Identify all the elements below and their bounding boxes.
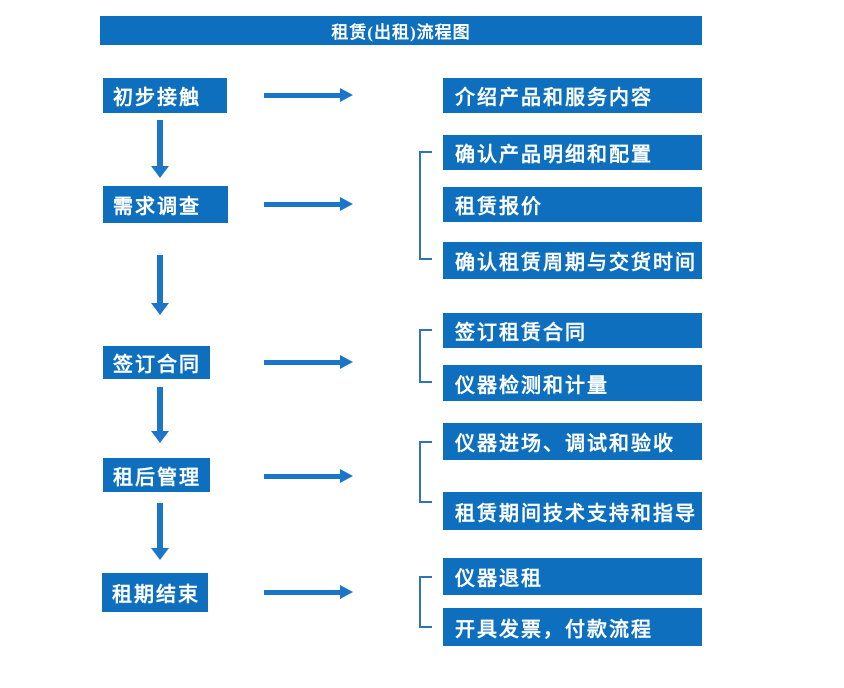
arrow-head bbox=[151, 548, 169, 560]
arrow-step1-to-step2 bbox=[150, 120, 170, 178]
step-box-contract-signing: 签订合同 bbox=[103, 346, 210, 379]
output-box-rental-quote: 租赁报价 bbox=[443, 187, 702, 222]
output-box-confirm-product-details: 确认产品明细和配置 bbox=[443, 135, 702, 170]
arrow-head bbox=[340, 197, 353, 211]
bracket-post-rental-outputs bbox=[419, 441, 432, 503]
arrow-shaft bbox=[157, 120, 163, 166]
arrow-step2-to-step3 bbox=[150, 255, 170, 315]
bracket-rental-end-outputs bbox=[419, 576, 432, 628]
arrow-shaft bbox=[157, 387, 163, 431]
bracket-contract-signing-outputs bbox=[419, 329, 432, 383]
output-box-invoice-payment: 开具发票，付款流程 bbox=[443, 608, 702, 646]
arrow-head bbox=[340, 88, 353, 102]
step-box-needs-survey: 需求调查 bbox=[103, 186, 228, 223]
arrow-step1-to-outputs bbox=[264, 88, 353, 102]
output-box-technical-support: 租赁期间技术支持和指导 bbox=[443, 492, 702, 530]
bracket-needs-survey-outputs bbox=[419, 151, 432, 260]
output-box-instrument-testing: 仪器检测和计量 bbox=[443, 365, 702, 401]
arrow-step3-to-step4 bbox=[150, 387, 170, 443]
output-box-instrument-return: 仪器退租 bbox=[443, 558, 702, 595]
arrow-head bbox=[151, 431, 169, 443]
arrow-step3-to-outputs bbox=[264, 355, 353, 369]
output-box-sign-rental-contract: 签订租赁合同 bbox=[443, 313, 702, 348]
arrow-step5-to-outputs bbox=[264, 585, 353, 599]
arrow-head bbox=[151, 303, 169, 315]
arrow-head bbox=[151, 166, 169, 178]
arrow-shaft bbox=[264, 359, 340, 365]
arrow-shaft bbox=[264, 92, 340, 98]
step-box-post-rental-management: 租后管理 bbox=[103, 458, 210, 492]
flowchart-title: 租赁(出租)流程图 bbox=[100, 16, 702, 45]
output-box-introduce-products: 介绍产品和服务内容 bbox=[443, 78, 702, 113]
output-box-confirm-rental-period: 确认租赁周期与交货时间 bbox=[443, 242, 702, 279]
arrow-head bbox=[340, 355, 353, 369]
arrow-head bbox=[340, 469, 353, 483]
step-box-rental-end: 租期结束 bbox=[102, 573, 208, 612]
arrow-step4-to-outputs bbox=[264, 469, 353, 483]
arrow-shaft bbox=[157, 255, 163, 303]
arrow-shaft bbox=[264, 473, 340, 479]
arrow-shaft bbox=[264, 589, 340, 595]
arrow-shaft bbox=[157, 503, 163, 548]
step-box-initial-contact: 初步接触 bbox=[103, 78, 227, 113]
arrow-shaft bbox=[264, 201, 340, 207]
arrow-head bbox=[340, 585, 353, 599]
arrow-step2-to-outputs bbox=[264, 197, 353, 211]
output-box-instrument-installation: 仪器进场、调试和验收 bbox=[443, 423, 702, 460]
arrow-step4-to-step5 bbox=[150, 503, 170, 560]
